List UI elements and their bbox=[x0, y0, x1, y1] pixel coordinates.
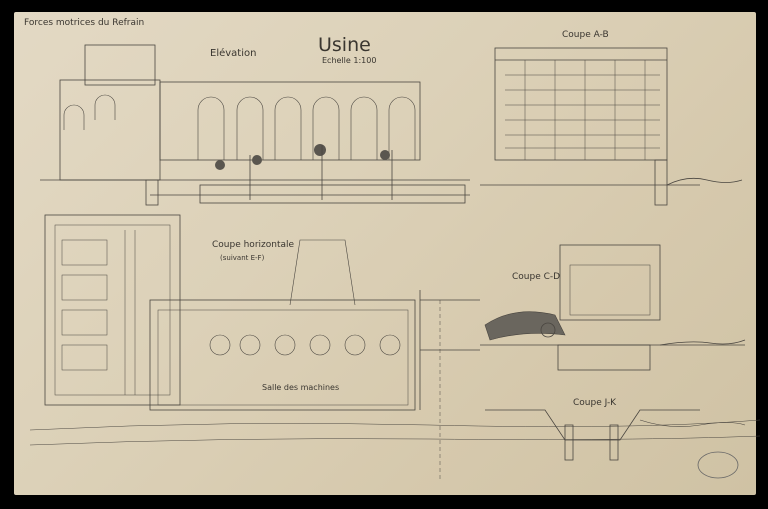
scale-label: Echelle 1:100 bbox=[322, 56, 377, 65]
coupe-horizontale-sublabel: (suivant E-F) bbox=[220, 254, 265, 262]
coupe-cd-drawing bbox=[480, 244, 746, 371]
elevation-drawing bbox=[40, 44, 470, 206]
elevation-label: Elévation bbox=[210, 48, 257, 59]
coupe-horizontale-label: Coupe horizontale bbox=[212, 240, 295, 250]
drawing-sheet bbox=[14, 12, 756, 495]
coupe-horizontale-drawing bbox=[29, 214, 761, 480]
sheet-caption: Forces motrices du Refrain bbox=[24, 18, 145, 28]
coupe-cd-label: Coupe C-D bbox=[512, 272, 561, 282]
salle-label: Salle des machines bbox=[262, 383, 340, 392]
coupe-jk-drawing bbox=[485, 409, 746, 461]
stamp bbox=[697, 451, 739, 479]
coupe-jk-label: Coupe J-K bbox=[573, 398, 617, 408]
page-title: Usine bbox=[318, 34, 371, 56]
coupe-ab-drawing bbox=[480, 47, 743, 206]
coupe-ab-label: Coupe A-B bbox=[562, 30, 609, 40]
